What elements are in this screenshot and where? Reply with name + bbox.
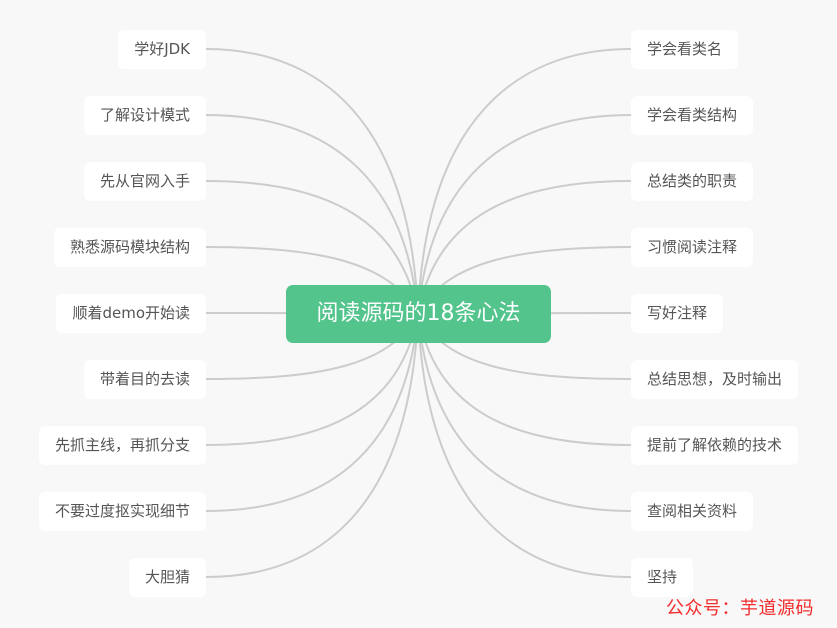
link-right-2 xyxy=(417,114,632,315)
link-right-7 xyxy=(417,313,632,446)
branch-node-guess-boldly[interactable]: 大胆猜 xyxy=(128,558,206,597)
link-left-7 xyxy=(205,313,419,446)
branch-node-class-structure[interactable]: 学会看类结构 xyxy=(631,96,754,135)
branch-node-read-comments[interactable]: 习惯阅读注释 xyxy=(631,228,754,267)
branch-node-learn-jdk[interactable]: 学好JDK xyxy=(118,30,206,69)
link-right-3 xyxy=(417,180,632,315)
branch-node-class-names[interactable]: 学会看类名 xyxy=(631,30,739,69)
link-right-9 xyxy=(417,313,632,578)
branch-node-official-site[interactable]: 先从官网入手 xyxy=(83,162,206,201)
branch-node-write-comments[interactable]: 写好注释 xyxy=(631,294,724,333)
link-left-8 xyxy=(205,313,419,512)
link-left-2 xyxy=(205,114,419,315)
link-left-9 xyxy=(205,313,419,578)
branch-node-start-with-demo[interactable]: 顺着demo开始读 xyxy=(56,294,206,333)
branch-node-module-structure[interactable]: 熟悉源码模块结构 xyxy=(53,228,206,267)
branch-node-persist[interactable]: 坚持 xyxy=(631,558,694,597)
branch-node-avoid-details[interactable]: 不要过度抠实现细节 xyxy=(38,492,206,531)
watermark-text: 公众号：芋道源码 xyxy=(666,598,814,619)
branch-node-consult-references[interactable]: 查阅相关资料 xyxy=(631,492,754,531)
branch-node-read-with-goal[interactable]: 带着目的去读 xyxy=(83,360,206,399)
link-right-1 xyxy=(417,48,632,315)
branch-node-design-patterns[interactable]: 了解设计模式 xyxy=(83,96,206,135)
branch-node-learn-dependencies[interactable]: 提前了解依赖的技术 xyxy=(631,426,799,465)
branch-node-summarize-output[interactable]: 总结思想，及时输出 xyxy=(631,360,799,399)
link-left-3 xyxy=(205,180,419,315)
link-right-8 xyxy=(417,313,632,512)
link-left-1 xyxy=(205,48,419,315)
root-node[interactable]: 阅读源码的18条心法 xyxy=(286,285,551,343)
branch-node-main-line-first[interactable]: 先抓主线，再抓分支 xyxy=(38,426,206,465)
branch-node-class-responsibility[interactable]: 总结类的职责 xyxy=(631,162,754,201)
